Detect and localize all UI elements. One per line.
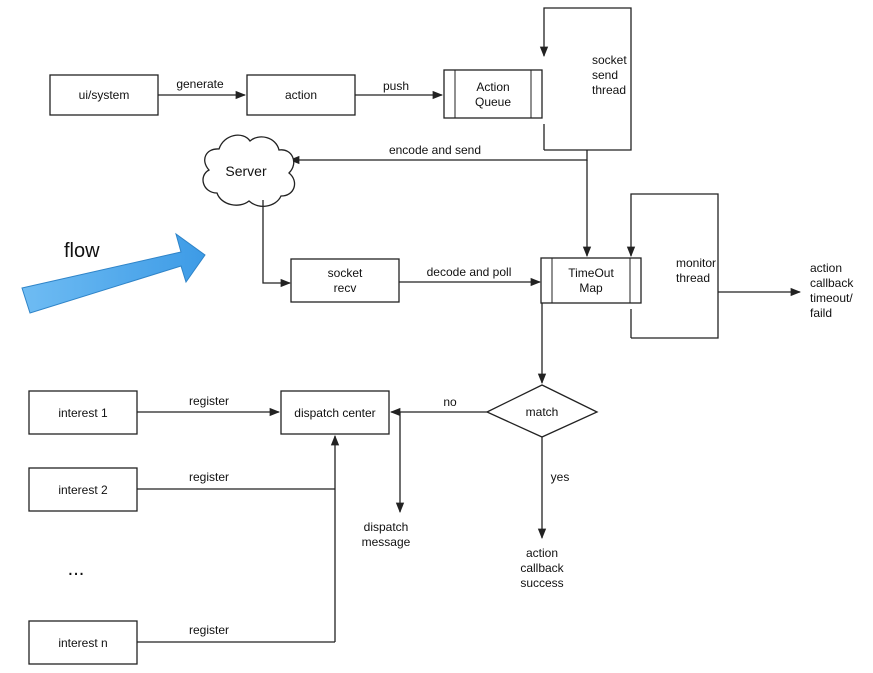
timeout-map-label-line2: Map [579,281,603,295]
match-label: match [526,405,559,419]
callback-failed-label-1: action [810,261,842,275]
action-queue-node: Action Queue [443,69,543,119]
edge-push-label: push [383,79,409,93]
ui-system-label: ui/system [79,88,130,102]
flow-arrow-icon [21,232,206,314]
socket-recv-label-line1: socket [328,266,363,280]
socket-recv-node: socket recv [290,258,400,303]
callback-failed-label-4: faild [810,306,832,320]
monitor-thread-label-1: monitor [676,256,716,270]
action-node: action [246,74,356,116]
edge-register-2-label: register [189,470,229,484]
socket-send-thread-label-2: send [592,68,618,82]
timeout-map-node: TimeOut Map [540,257,642,304]
action-queue-label-line1: Action [476,80,509,94]
edge-yes-label: yes [551,470,570,484]
match-decision: match [485,384,599,438]
dispatch-message-label-2: message [362,535,411,549]
socket-send-thread-label-1: socket [592,53,627,67]
timeout-map-label-line1: TimeOut [568,266,614,280]
edge-register-1-label: register [189,394,229,408]
interest-n-label: interest n [58,636,107,650]
action-queue-label-line2: Queue [475,95,511,109]
dispatch-message-label-1: dispatch [364,520,409,534]
interest-2-node: interest 2 [28,467,138,512]
cloud-icon [202,134,296,207]
dispatch-center-node: dispatch center [280,390,390,435]
socket-send-thread-label-3: thread [592,83,626,97]
socket-recv-label-line2: recv [334,281,357,295]
interest-n-node: interest n [28,620,138,665]
edge-no-label: no [443,395,457,409]
callback-failed-label-3: timeout/ [810,291,853,305]
callback-failed-label-2: callback [810,276,854,290]
interest-1-node: interest 1 [28,390,138,435]
more-interests-ellipsis: ... [68,558,85,580]
server-label: Server [225,163,267,179]
callback-success-label-3: success [520,576,563,590]
edge-encode-and-send-label: encode and send [389,143,481,157]
ui-system-node: ui/system [49,74,159,116]
dispatch-center-label: dispatch center [294,406,375,420]
interest-1-label: interest 1 [58,406,108,420]
flow-label: flow [64,240,100,262]
action-label: action [285,88,317,102]
callback-success-label-2: callback [520,561,564,575]
edge-generate-label: generate [176,77,224,91]
monitor-thread-loop [626,193,719,339]
edge-register-n-label: register [189,623,229,637]
monitor-thread-label-2: thread [676,271,710,285]
socket-send-thread-loop [539,7,632,151]
edge-server-to-socket-recv [262,200,292,288]
edge-decode-and-poll-label: decode and poll [427,265,512,279]
callback-success-label-1: action [526,546,558,560]
server-node: Server [202,134,296,207]
interest-2-label: interest 2 [58,483,108,497]
